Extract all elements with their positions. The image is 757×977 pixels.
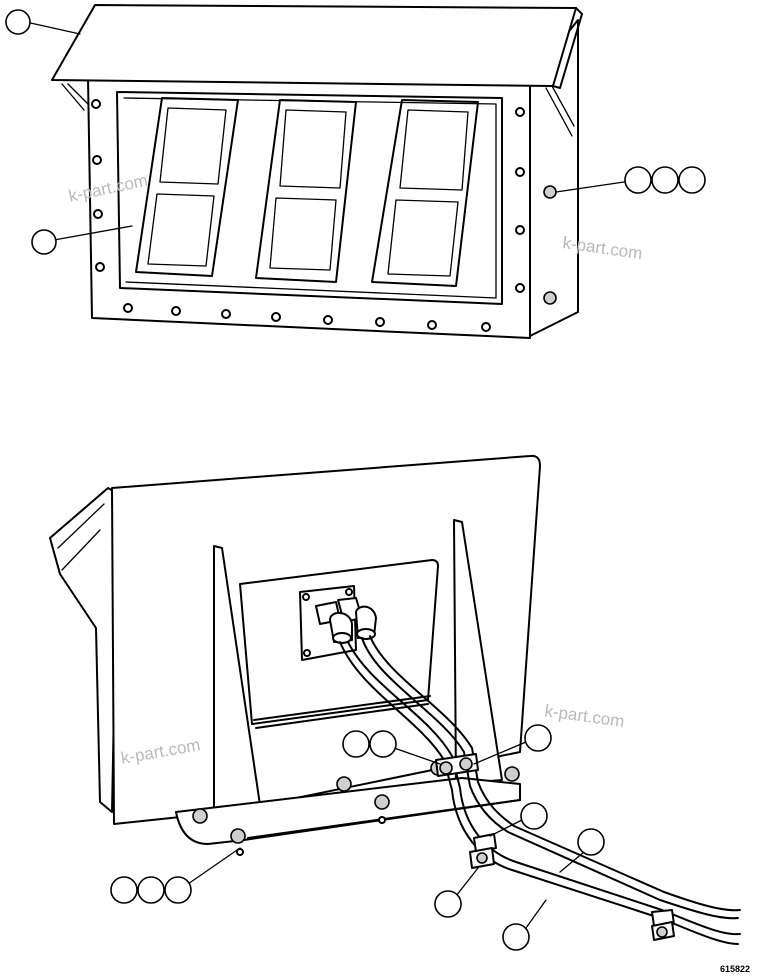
callout-base-bolt-c	[164, 876, 192, 904]
callout-bolt-b	[651, 166, 679, 194]
callout-clamp-b	[369, 730, 397, 758]
top-callouts	[5, 9, 706, 255]
bottom-callouts	[110, 724, 605, 951]
hose-fittings	[315, 597, 377, 644]
display-bolts	[91, 99, 557, 332]
watermark-4: k-part.com	[543, 701, 625, 731]
callout-hose-lower	[502, 923, 530, 951]
display-front-view	[5, 4, 706, 339]
callout-bolt-a	[624, 166, 652, 194]
base-plate	[175, 777, 521, 845]
callout-clamp-a	[342, 730, 370, 758]
figure-number: 615822	[720, 964, 750, 974]
connector-recess	[239, 559, 439, 725]
display-hood	[51, 4, 577, 87]
callout-clamp-upper	[520, 802, 548, 830]
callout-hood	[5, 9, 31, 35]
callout-base-bolt-b	[137, 876, 165, 904]
digit-2	[255, 99, 357, 283]
callout-window	[31, 229, 57, 255]
callout-bolt-c	[678, 166, 706, 194]
callout-clamp-bolt	[524, 724, 552, 752]
digit-3	[371, 99, 479, 287]
display-rear-view	[49, 454, 741, 951]
callout-hose-upper	[577, 828, 605, 856]
digit-1	[135, 97, 239, 277]
base-bolts	[192, 760, 520, 856]
hose-clamps	[435, 753, 675, 941]
rear-hood	[49, 487, 119, 813]
display-window-frame	[116, 91, 503, 305]
callout-clamp-lower	[434, 890, 462, 918]
callout-base-bolt-a	[110, 876, 138, 904]
display-body-plate	[87, 77, 531, 339]
